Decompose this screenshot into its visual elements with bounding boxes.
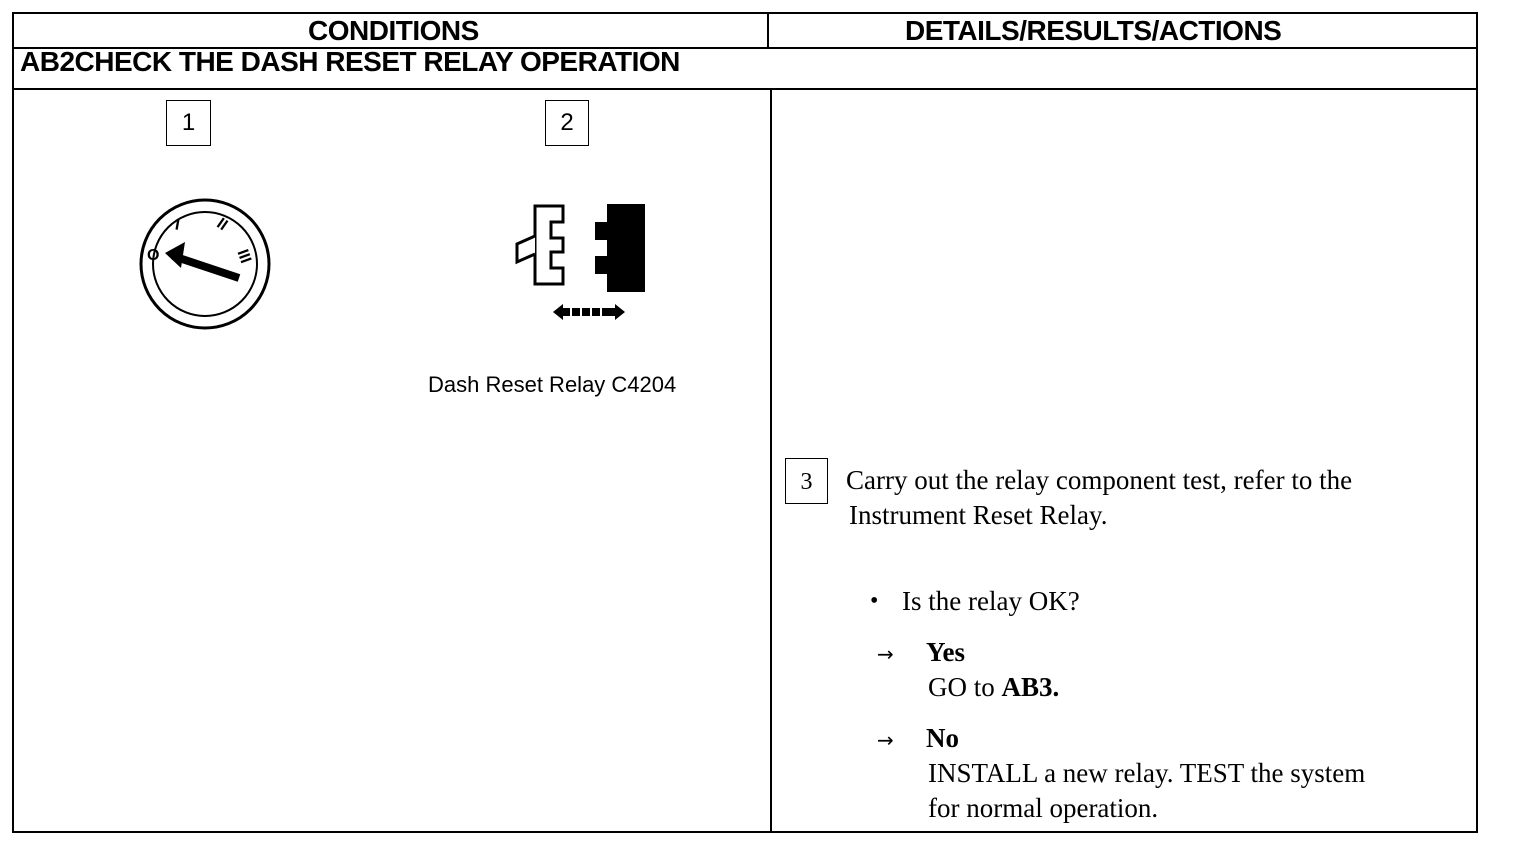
relay-caption: Dash Reset Relay C4204 (428, 372, 677, 397)
step-3-box: 3 (785, 458, 828, 504)
ignition-label-off: O (147, 247, 159, 264)
relay-connector-icon (515, 204, 645, 320)
instruction-line-1: Carry out the relay component test, refe… (846, 465, 1353, 495)
ignition-switch-icon: O I II III (139, 198, 271, 330)
no-action-line-1: INSTALL a new relay. TEST the system (928, 758, 1366, 788)
no-action-line-2: for normal operation. (928, 793, 1159, 823)
no-arrow: → (877, 728, 894, 752)
yes-action: GO to AB3. (928, 672, 1059, 703)
conditions-column-header: CONDITIONS (308, 15, 479, 46)
ignition-label-i: I (174, 216, 181, 234)
ignition-label-ii: II (213, 215, 230, 234)
ignition-label-iii: III (233, 247, 254, 265)
question-bullet: • (870, 588, 879, 614)
details-column-header: DETAILS/RESULTS/ACTIONS (905, 15, 1282, 46)
yes-arrow: → (877, 642, 894, 666)
yes-action-target: AB3. (1001, 672, 1060, 702)
header-bottom-rule (12, 47, 1478, 49)
step-title: CHECK THE DASH RESET RELAY OPERATION (74, 46, 681, 77)
table-frame (12, 12, 1478, 833)
question-text: Is the relay OK? (902, 586, 1080, 616)
title-bottom-rule (12, 88, 1478, 90)
step-2-box: 2 (545, 100, 589, 146)
yes-action-prefix: GO to (928, 672, 1002, 702)
step-title-row: AB2CHECK THE DASH RESET RELAY OPERATION (20, 46, 680, 78)
column-divider-top (767, 12, 769, 49)
step-id: AB2 (20, 46, 75, 77)
step-1-box: 1 (166, 100, 211, 146)
no-label: No (926, 723, 959, 753)
yes-label: Yes (926, 637, 965, 667)
column-divider (770, 88, 772, 833)
instruction-line-2: Instrument Reset Relay. (849, 500, 1108, 530)
